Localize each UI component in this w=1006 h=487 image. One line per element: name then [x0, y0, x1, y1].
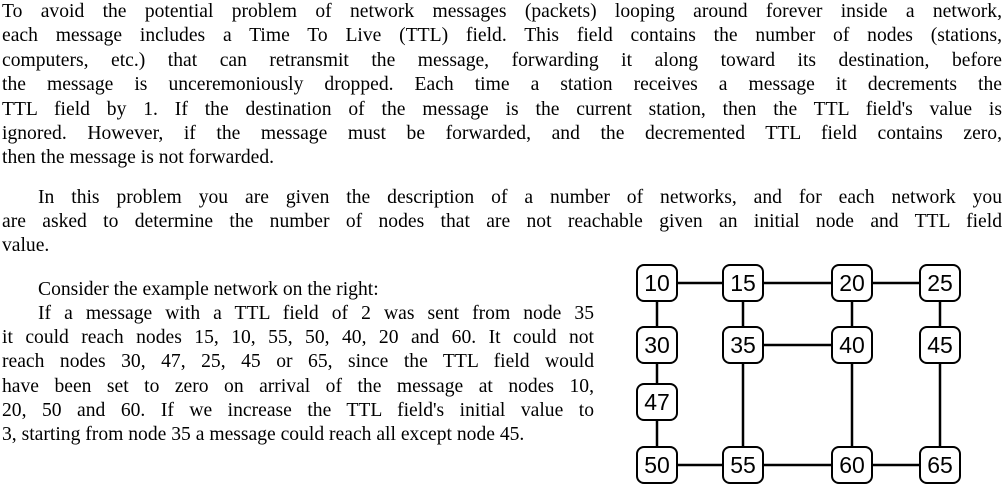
- node-label: 15: [730, 270, 756, 296]
- node-label: 10: [644, 270, 670, 296]
- text-line: In this problem you are given the descri…: [38, 187, 1002, 208]
- text-line: To avoid the potential problem of networ…: [2, 1, 1002, 22]
- node-label: 55: [730, 452, 756, 478]
- text-line: the message is unceremoniously dropped. …: [2, 74, 1002, 95]
- text-line: 3, starting from node 35 a message could…: [2, 424, 525, 445]
- node-60: 60: [831, 446, 873, 484]
- text-line: Consider the example network on the righ…: [38, 279, 379, 300]
- text-line: If a message with a TTL field of 2 was s…: [38, 303, 594, 324]
- node-label: 40: [839, 332, 865, 358]
- node-label: 45: [927, 332, 953, 358]
- node-label: 35: [730, 332, 756, 358]
- text-line: then the message is not forwarded.: [2, 147, 275, 168]
- node-label: 47: [644, 389, 670, 415]
- node-65: 65: [919, 446, 961, 484]
- node-30: 30: [636, 326, 678, 364]
- node-50: 50: [636, 446, 678, 484]
- node-55: 55: [722, 446, 764, 484]
- node-10: 10: [636, 264, 678, 302]
- node-40: 40: [831, 326, 873, 364]
- node-25: 25: [919, 264, 961, 302]
- node-45: 45: [919, 326, 961, 364]
- node-label: 60: [839, 452, 865, 478]
- node-label: 30: [644, 332, 670, 358]
- text-line: computers, etc.) that can retransmit the…: [2, 50, 1002, 71]
- node-label: 20: [839, 270, 865, 296]
- node-47: 47: [636, 383, 678, 421]
- text-line: each message includes a Time To Live (TT…: [2, 25, 1002, 46]
- text-line: 20, 50 and 60. If we increase the TTL fi…: [2, 400, 594, 421]
- text-line: TTL field by 1. If the destination of th…: [2, 99, 1002, 120]
- text-line: have been set to zero on arrival of the …: [2, 376, 594, 397]
- text-line: it could reach nodes 15, 10, 55, 50, 40,…: [2, 327, 594, 348]
- text-line: reach nodes 30, 47, 25, 45 or 65, since …: [2, 351, 594, 372]
- node-20: 20: [831, 264, 873, 302]
- text-line: are asked to determine the number of nod…: [2, 211, 1002, 232]
- node-label: 50: [644, 452, 670, 478]
- node-35: 35: [722, 326, 764, 364]
- node-label: 65: [927, 452, 953, 478]
- text-line: value.: [2, 235, 50, 256]
- text-line: ignored. However, if the message must be…: [2, 123, 1002, 144]
- node-15: 15: [722, 264, 764, 302]
- node-label: 25: [927, 270, 953, 296]
